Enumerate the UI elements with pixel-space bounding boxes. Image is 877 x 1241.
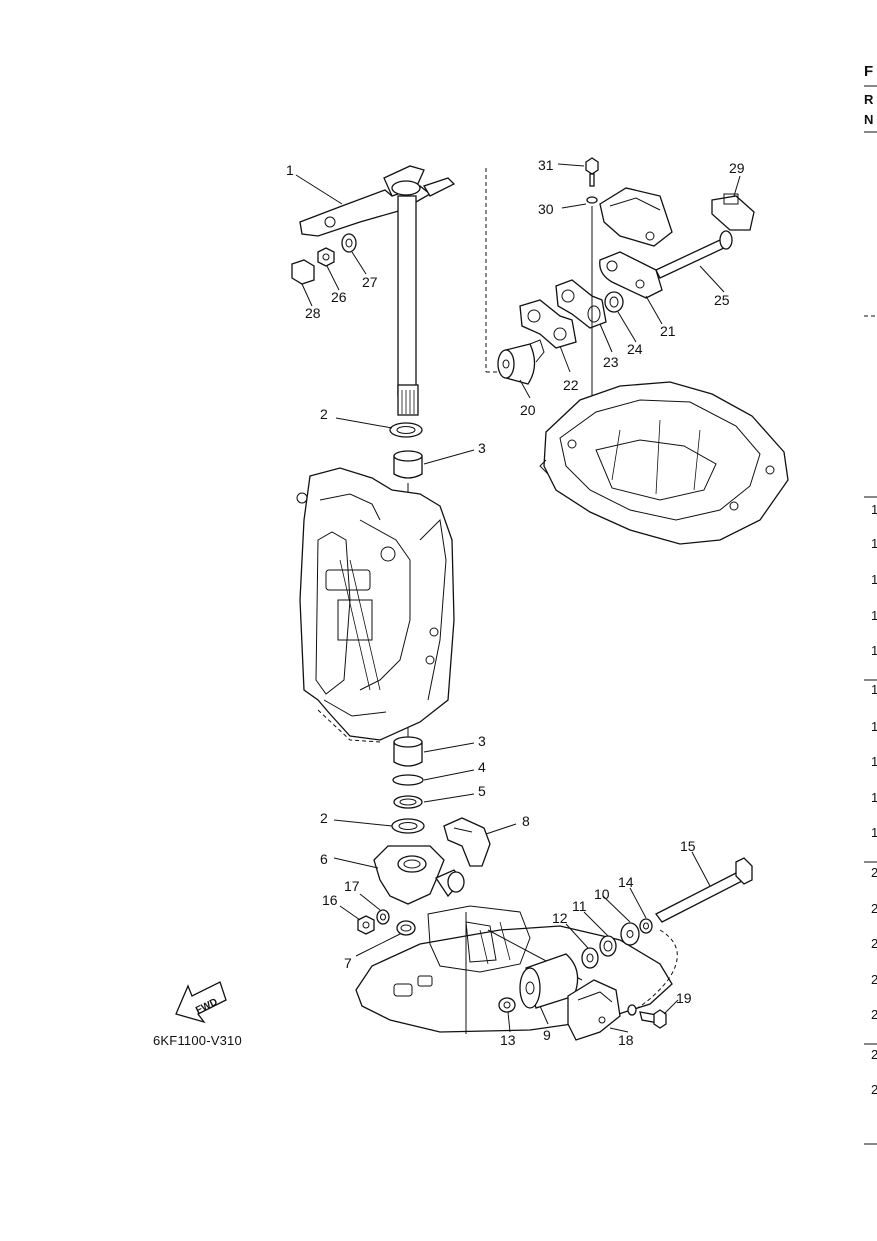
lower-bolt-part bbox=[627, 1004, 667, 1029]
edge-row-mark: 2 bbox=[871, 901, 877, 916]
edge-row-mark: 1 bbox=[871, 754, 877, 769]
bracket-plate-part bbox=[443, 817, 491, 867]
callout-3-lower: 3 bbox=[478, 733, 486, 749]
lower-mount-rubber-part bbox=[519, 953, 579, 1009]
edge-row-mark: 2 bbox=[871, 936, 877, 951]
callout-16: 16 bbox=[322, 892, 338, 908]
fwd-arrow-icon: FWD bbox=[175, 981, 227, 1024]
steering-arm-part bbox=[299, 165, 456, 237]
seal-washer-part bbox=[393, 795, 423, 809]
callout-2-upper: 2 bbox=[320, 406, 328, 422]
edge-header-letter: F bbox=[864, 63, 873, 80]
small-ring-part bbox=[498, 997, 516, 1013]
upper-mount-cover-part bbox=[599, 187, 673, 247]
callout-4: 4 bbox=[478, 759, 486, 775]
cover-bolt-part bbox=[585, 157, 599, 204]
callout-13: 13 bbox=[500, 1032, 516, 1048]
callout-23: 23 bbox=[603, 354, 619, 370]
callout-17: 17 bbox=[344, 878, 360, 894]
callout-14: 14 bbox=[618, 874, 634, 890]
edge-row-mark: 1 bbox=[871, 536, 877, 551]
lower-nut-part bbox=[357, 915, 375, 935]
edge-row-mark: 2 bbox=[871, 865, 877, 880]
callout-3-upper: 3 bbox=[478, 440, 486, 456]
washer-part bbox=[341, 233, 357, 253]
mount-clip-part bbox=[711, 193, 755, 231]
edge-row-mark: 1 bbox=[871, 643, 877, 658]
collar-washer-part bbox=[581, 947, 599, 969]
callout-9: 9 bbox=[543, 1027, 551, 1043]
callout-2-lower: 2 bbox=[320, 810, 328, 826]
upper-washer-part bbox=[389, 422, 423, 438]
callout-29: 29 bbox=[729, 160, 745, 176]
edge-row-mark: 1 bbox=[871, 825, 877, 840]
edge-header-letter: N bbox=[864, 112, 873, 127]
steering-shaft-part bbox=[397, 195, 419, 416]
plate-washer-part bbox=[620, 922, 640, 946]
edge-row-mark: 2 bbox=[871, 972, 877, 987]
edge-row-mark: 1 bbox=[871, 572, 877, 587]
callout-1: 1 bbox=[286, 162, 294, 178]
callout-20: 20 bbox=[520, 402, 536, 418]
callout-leaders bbox=[295, 163, 741, 1033]
mount-link-part bbox=[555, 279, 607, 329]
callout-31: 31 bbox=[538, 157, 554, 173]
mount-plate-part bbox=[519, 299, 577, 349]
callout-30: 30 bbox=[538, 201, 554, 217]
callout-18: 18 bbox=[618, 1032, 634, 1048]
callout-labels: 1 2 3 3 4 5 2 6 7 8 9 10 11 12 13 14 15 … bbox=[286, 157, 745, 1048]
through-bolt-part bbox=[655, 857, 753, 923]
edge-row-mark: 2 bbox=[871, 1047, 877, 1062]
edge-row-mark: 1 bbox=[871, 608, 877, 623]
lower-washer-part bbox=[391, 818, 425, 834]
cap-nut-part bbox=[291, 259, 315, 285]
callout-24: 24 bbox=[627, 341, 643, 357]
callout-26: 26 bbox=[331, 289, 347, 305]
lower-mount-bracket-part bbox=[373, 845, 465, 905]
clip-part bbox=[396, 920, 416, 936]
ring-part bbox=[599, 935, 617, 957]
lower-washer-small-part bbox=[376, 909, 390, 925]
callout-22: 22 bbox=[563, 377, 579, 393]
nut-part bbox=[317, 247, 335, 267]
callout-10: 10 bbox=[594, 886, 610, 902]
callout-21: 21 bbox=[660, 323, 676, 339]
callout-5: 5 bbox=[478, 783, 486, 799]
diagram-code: 6KF1100-V310 bbox=[153, 1033, 242, 1048]
edge-row-mark: 2 bbox=[871, 1007, 877, 1022]
mount-collar-part bbox=[604, 291, 624, 313]
callout-15: 15 bbox=[680, 838, 696, 854]
mount-bracket-plate-part bbox=[599, 251, 663, 299]
edge-header-letter: R bbox=[864, 92, 874, 107]
mount-bolt-long-part bbox=[655, 230, 733, 279]
upper-bushing-part bbox=[393, 450, 423, 479]
callout-28: 28 bbox=[305, 305, 321, 321]
mount-cap-part bbox=[567, 979, 621, 1041]
lower-bushing-part bbox=[393, 736, 423, 767]
callout-19: 19 bbox=[676, 990, 692, 1006]
upper-mount-rubber-part bbox=[497, 339, 545, 385]
edge-row-mark: 1 bbox=[871, 502, 877, 517]
swivel-bracket-part bbox=[296, 467, 455, 743]
callout-25: 25 bbox=[714, 292, 730, 308]
callout-6: 6 bbox=[320, 851, 328, 867]
edge-row-mark: 1 bbox=[871, 682, 877, 697]
right-edge-strip: F R N 1 1 1 1 1 1 1 1 1 1 2 2 2 2 2 2 2 bbox=[864, 63, 877, 1145]
edge-row-mark: 2 bbox=[871, 1082, 877, 1097]
callout-7: 7 bbox=[344, 955, 352, 971]
callout-11: 11 bbox=[572, 898, 587, 914]
o-ring-part bbox=[392, 774, 424, 786]
callout-12: 12 bbox=[552, 910, 568, 926]
callout-27: 27 bbox=[362, 274, 378, 290]
edge-row-mark: 1 bbox=[871, 790, 877, 805]
small-washer-part bbox=[639, 918, 653, 934]
callout-8: 8 bbox=[522, 813, 530, 829]
exhaust-guide-part bbox=[539, 381, 789, 545]
edge-row-mark: 1 bbox=[871, 719, 877, 734]
